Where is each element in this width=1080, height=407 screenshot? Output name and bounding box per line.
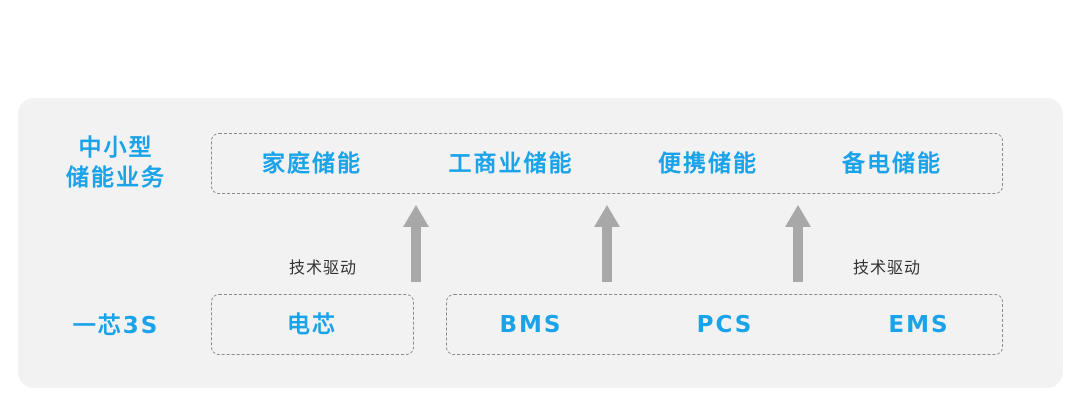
- top-row-label: 中小型 储能业务: [60, 133, 172, 193]
- three-s-box: [446, 294, 1003, 355]
- business-item-home: 家庭储能: [262, 151, 362, 177]
- up-arrow-icon: [785, 205, 811, 282]
- up-arrow-icon: [403, 205, 429, 282]
- up-arrow-icon: [594, 205, 620, 282]
- tech-item-bms: BMS: [499, 312, 563, 338]
- tech-item-cell: 电芯: [287, 312, 337, 338]
- top-row-label-line2: 储能业务: [66, 165, 166, 191]
- business-item-portable: 便携储能: [658, 151, 758, 177]
- tech-item-ems: EMS: [888, 312, 950, 338]
- business-item-backup: 备电储能: [842, 151, 942, 177]
- business-scenarios-box: [211, 133, 1003, 194]
- tech-drive-label-right: 技术驱动: [852, 258, 922, 277]
- business-item-commercial: 工商业储能: [448, 151, 574, 177]
- bottom-row-label: 一芯3S: [72, 313, 160, 339]
- tech-drive-label-left: 技术驱动: [288, 258, 358, 277]
- tech-item-pcs: PCS: [696, 312, 754, 338]
- top-row-label-line1: 中小型: [78, 135, 154, 161]
- diagram-panel: [18, 98, 1063, 388]
- cell-box: [211, 294, 414, 355]
